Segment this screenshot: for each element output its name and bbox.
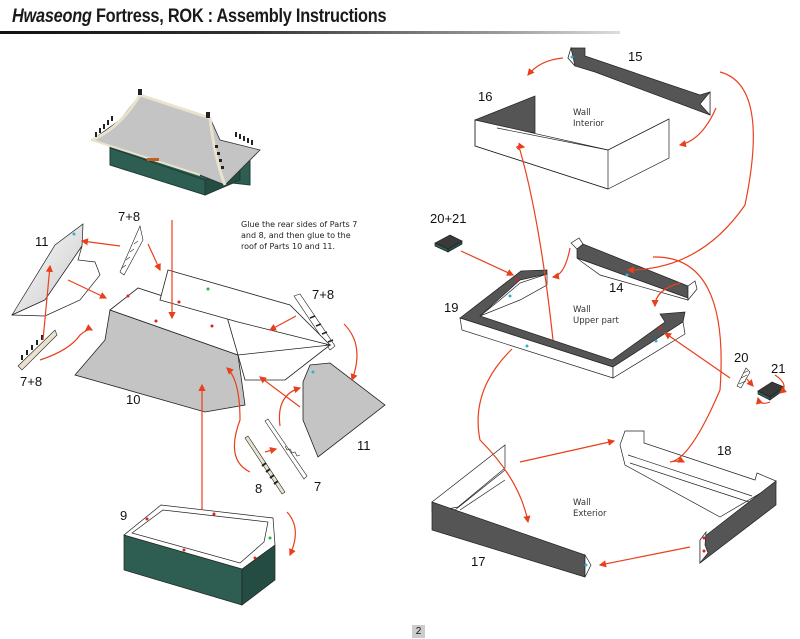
instruction-note: Glue the rear sides of Parts 7 and 8, an… bbox=[241, 220, 358, 251]
part-21 bbox=[757, 381, 785, 401]
right-arrows bbox=[460, 57, 787, 568]
title-rule bbox=[0, 31, 620, 34]
part-7-8-right bbox=[293, 293, 336, 351]
label-part-7: 7 bbox=[314, 479, 322, 494]
part-16-wall-interior bbox=[474, 95, 670, 190]
label-part-17: 17 bbox=[471, 554, 486, 569]
label-part-8: 8 bbox=[255, 481, 263, 496]
part-17 bbox=[431, 444, 592, 578]
completed-gate-model bbox=[91, 89, 261, 196]
label-wall-exterior-line1: Wall bbox=[573, 498, 591, 508]
page-number: 2 bbox=[412, 625, 425, 638]
part-20-21 bbox=[434, 234, 463, 253]
label-wall-exterior: Wall Exterior bbox=[573, 498, 607, 520]
label-part-16: 16 bbox=[478, 89, 493, 104]
label-wall-exterior-line2: Exterior bbox=[573, 509, 607, 519]
page-title: Hwaseong Fortress, ROK : Assembly Instru… bbox=[12, 6, 387, 28]
label-part-11-right: 11 bbox=[357, 438, 371, 453]
label-wall-interior: Wall Interior bbox=[573, 108, 604, 130]
label-part-7-8-top: 7+8 bbox=[118, 209, 141, 224]
label-wall-interior-line1: Wall bbox=[573, 108, 591, 118]
label-part-7-8-bottom: 7+8 bbox=[20, 374, 43, 389]
title-italic: Hwaseong bbox=[12, 6, 92, 27]
part-9-base bbox=[123, 504, 276, 606]
part-18-wall-exterior bbox=[619, 430, 777, 564]
label-part-15: 15 bbox=[628, 49, 643, 64]
label-part-18: 18 bbox=[717, 443, 732, 458]
label-part-14: 14 bbox=[609, 280, 624, 295]
label-wall-upper-line2: Upper part bbox=[573, 316, 619, 326]
part-20 bbox=[736, 367, 751, 389]
part-15 bbox=[567, 46, 711, 116]
label-wall-upper-line1: Wall bbox=[573, 305, 591, 315]
label-wall-upper: Wall Upper part bbox=[573, 305, 619, 327]
part-7-8-bottom bbox=[17, 329, 58, 371]
label-part-19: 19 bbox=[444, 300, 459, 315]
label-wall-interior-line2: Interior bbox=[573, 119, 605, 129]
label-part-10: 10 bbox=[126, 392, 141, 407]
part-8-strip bbox=[244, 435, 286, 495]
title-rest: Fortress, ROK : Assembly Instructions bbox=[91, 6, 387, 27]
part-11-left bbox=[11, 223, 101, 317]
label-part-7-8-right: 7+8 bbox=[312, 287, 335, 302]
label-part-21: 21 bbox=[771, 361, 786, 376]
part-7-strip bbox=[264, 418, 308, 480]
left-arrows bbox=[39, 220, 358, 557]
label-part-20-21: 20+21 bbox=[430, 211, 467, 226]
label-part-11-top: 11 bbox=[35, 234, 49, 249]
part-11-right bbox=[302, 362, 386, 458]
part-7-8-top bbox=[119, 225, 144, 276]
label-part-9: 9 bbox=[120, 508, 128, 523]
part-14 bbox=[570, 237, 698, 301]
label-part-20: 20 bbox=[734, 350, 749, 365]
